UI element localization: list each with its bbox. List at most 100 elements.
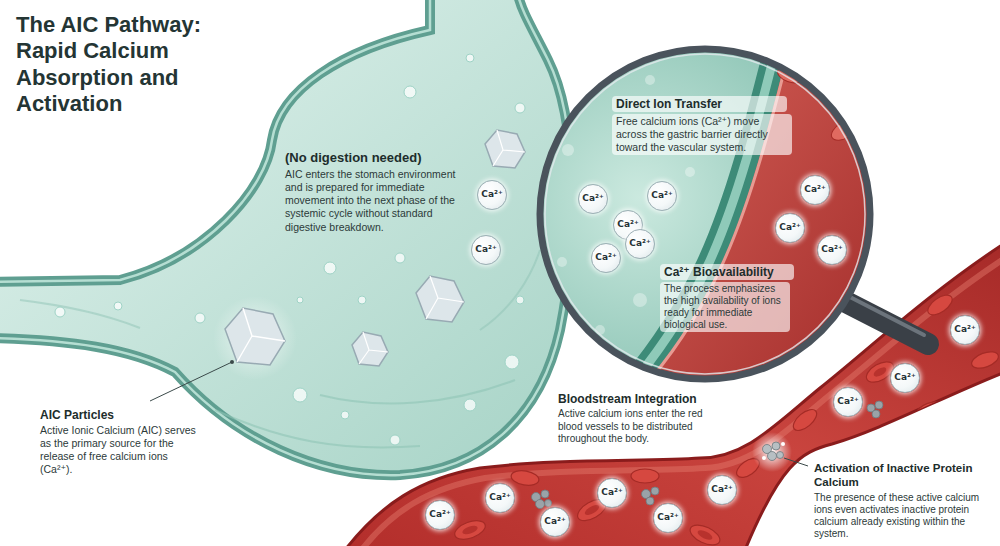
activation-glow	[752, 432, 792, 472]
callout-body: AIC enters the stomach environment and i…	[285, 168, 470, 234]
ion-label: Ca²⁺	[582, 194, 603, 204]
cell-centre	[872, 365, 888, 378]
ion-label: Ca²⁺	[821, 245, 842, 255]
vessel-contents	[360, 258, 1000, 546]
tissue-cell	[645, 75, 655, 85]
fluid-bubbles	[55, 54, 525, 445]
stomach-inner-lining	[0, 0, 572, 475]
callout-heading: Bloodstream Integration	[558, 392, 728, 406]
calcium-ion: Ca²⁺	[890, 363, 920, 393]
crystal-facet	[493, 130, 525, 166]
fluid-bubble	[324, 262, 336, 274]
ion-label: Ca²⁺	[595, 253, 616, 263]
ion-spark	[762, 456, 766, 460]
ion-label: Ca²⁺	[657, 513, 678, 523]
ion-label: Ca²⁺	[601, 488, 622, 498]
callout-heading: Direct Ion Transfer	[612, 96, 787, 112]
lens-contents	[540, 40, 880, 400]
aic-crystal	[352, 332, 388, 366]
leader-line	[784, 458, 808, 466]
crystal-facet	[359, 332, 388, 364]
calcium-ion: Ca²⁺	[833, 387, 863, 417]
calcium-ion: Ca²⁺	[485, 483, 515, 513]
protein-cluster	[772, 442, 780, 450]
tissue-cell	[557, 257, 567, 267]
cell-centres	[461, 365, 937, 541]
red-blood-cell	[452, 517, 488, 543]
callout-body: Free calcium ions (Ca²⁺) move across the…	[612, 114, 792, 155]
protein-cluster	[777, 452, 784, 459]
protein-cluster	[545, 500, 552, 507]
calcium-ion: Ca²⁺	[578, 184, 608, 214]
vessel-highlight	[360, 258, 1000, 546]
tissue-cell	[562, 144, 574, 156]
callout-body: Active calcium ions enter the red blood …	[558, 408, 723, 446]
calcium-ion: Ca²⁺	[817, 235, 847, 265]
calcium-ion: Ca²⁺	[647, 181, 677, 211]
crystal-glow	[213, 296, 297, 380]
stomach-fold	[20, 300, 140, 328]
fluid-bubble	[404, 86, 416, 98]
leader-dot	[230, 360, 234, 364]
ion-label: Ca²⁺	[651, 191, 672, 201]
stomach-fold	[320, 380, 515, 403]
ion-label: Ca²⁺	[629, 239, 650, 249]
blood-vessel-illustration	[345, 243, 1000, 546]
fluid-bubble	[515, 103, 525, 113]
fluid-bubble	[293, 388, 307, 402]
red-blood-cell	[790, 406, 820, 435]
calcium-ion: Ca²⁺	[950, 315, 980, 345]
magnifier-illustration	[540, 40, 880, 400]
calcium-ion: Ca²⁺	[625, 229, 655, 259]
vessel-wall	[345, 243, 1000, 546]
callout-body: The presence of these active calcium ion…	[814, 492, 994, 540]
calcium-ion: Ca²⁺	[800, 175, 830, 205]
aic-crystals	[213, 130, 525, 380]
calcium-ion: Ca²⁺	[597, 478, 627, 508]
cell-centre	[461, 524, 478, 536]
protein-cluster	[536, 500, 545, 509]
ion-label: Ca²⁺	[489, 493, 510, 503]
handle-highlight	[848, 296, 924, 335]
fluid-bubble	[395, 253, 405, 263]
ion-label: Ca²⁺	[711, 485, 732, 495]
cell-centre	[583, 503, 600, 517]
fluid-bubble	[297, 297, 303, 303]
calcium-ion: Ca²⁺	[425, 500, 455, 530]
red-blood-cell	[631, 469, 659, 483]
protein-cluster	[651, 487, 659, 495]
magnifier-handle	[842, 296, 928, 344]
tissue-cell	[633, 293, 647, 307]
leader-line	[150, 362, 232, 401]
ion-label: Ca²⁺	[894, 373, 915, 383]
red-blood-cell	[925, 291, 956, 319]
ion-label: Ca²⁺	[544, 517, 565, 527]
ion-label: Ca²⁺	[475, 245, 496, 255]
callout-heading: Ca²⁺ Bioavailability	[660, 264, 794, 280]
aic-crystal	[416, 276, 464, 322]
vessel-wall-line	[632, 40, 792, 400]
lens-rim	[540, 49, 870, 379]
calcium-ion: Ca²⁺	[477, 180, 507, 210]
fluid-bubble	[505, 355, 519, 369]
protein-cluster	[875, 401, 883, 409]
fluid-bubble	[195, 313, 205, 323]
calcium-ion: Ca²⁺	[775, 213, 805, 243]
red-blood-cell	[687, 521, 723, 546]
crystal-facet	[237, 308, 285, 362]
fluid-bubble	[516, 296, 524, 304]
fluid-bubble	[466, 54, 474, 62]
vascular-side	[618, 40, 880, 400]
lens-rim-shine	[545, 54, 865, 374]
fluid-bubble	[341, 411, 349, 419]
activated-protein	[763, 442, 784, 461]
ion-label: Ca²⁺	[779, 223, 800, 233]
tissue-cell	[685, 167, 695, 177]
magnifier-lens: Direct Ion TransferFree calcium ions (Ca…	[540, 49, 870, 379]
callout-heading: AIC Particles	[40, 408, 170, 422]
callout-heading: (No digestion needed)	[285, 150, 475, 166]
aic-crystal	[485, 130, 525, 168]
stomach-fold	[215, 410, 420, 448]
protein-cluster	[541, 490, 549, 498]
cell-centre	[922, 404, 938, 415]
